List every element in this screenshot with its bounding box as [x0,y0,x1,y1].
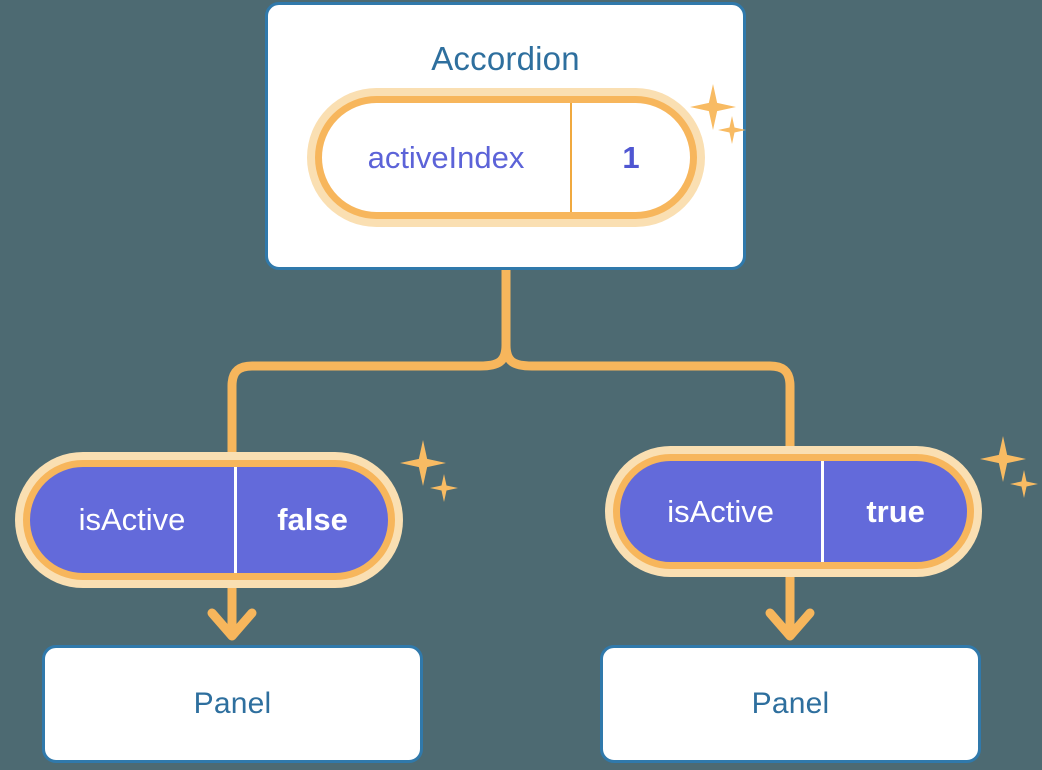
wire-branch-left [227,340,511,475]
sparkle-icon [980,436,1026,482]
state-pill-active-index[interactable]: activeIndex 1 [315,96,697,219]
panel-label: Panel [193,687,272,720]
state-pill-is-active-false[interactable]: isActive false [23,460,395,580]
state-value-label: false [234,467,388,573]
arrow-down-icon-left [207,608,257,641]
panel-node-left[interactable]: Panel [42,645,423,763]
sparkle-icon [1010,470,1038,498]
sparkle-group-right [980,436,1042,506]
sparkle-group-left [400,440,470,510]
state-key-label: isActive [667,493,775,529]
wire-branch-right [501,340,795,469]
state-value-label: 1 [570,103,690,212]
sparkle-icon [400,440,446,486]
panel-node-right[interactable]: Panel [600,645,981,763]
panel-label: Panel [751,687,830,720]
state-value-label: true [821,461,967,562]
state-key-label: activeIndex [367,139,525,175]
page-title: Accordion [431,40,580,77]
state-key-label: isActive [78,502,186,537]
sparkle-icon [430,474,458,502]
arrow-down-icon-right [765,608,815,641]
state-pill-is-active-true[interactable]: isActive true [613,454,974,569]
